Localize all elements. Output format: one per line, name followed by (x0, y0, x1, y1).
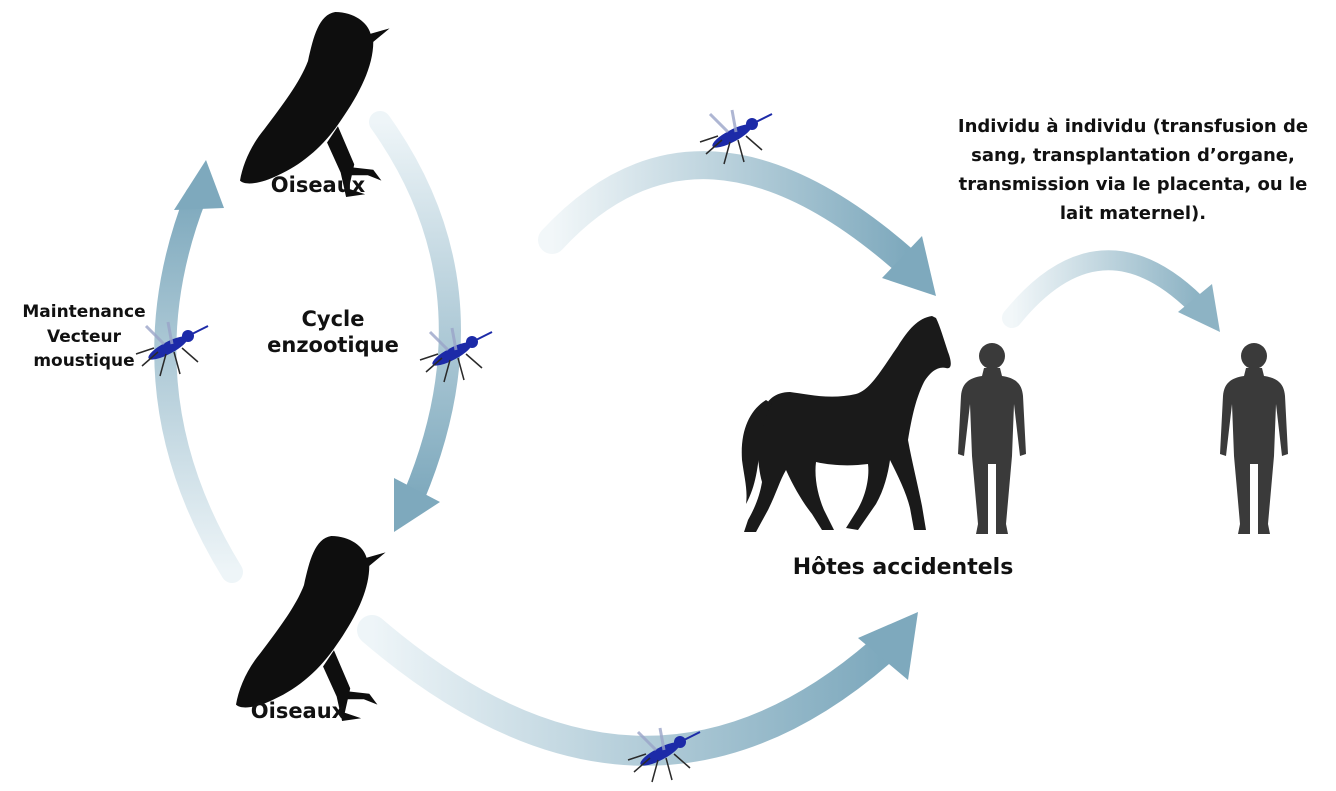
cycle-label-line: Cycle (258, 306, 408, 332)
arrow-left-up (165, 160, 232, 572)
human-icon (958, 343, 1026, 534)
maintenance-label-line: Vecteur (2, 325, 166, 350)
cycle-label-line: enzootique (258, 332, 408, 358)
maintenance-vector-label: Maintenance Vecteur moustique (2, 300, 166, 374)
bird-label-top: Oiseaux (248, 172, 388, 198)
bird-label-bottom: Oiseaux (228, 698, 368, 724)
arrow-upper-to-hosts (552, 165, 936, 296)
transmission-label-line: transmission via le placenta, ou le (930, 170, 1336, 199)
transmission-label-line: Individu à individu (transfusion de (930, 112, 1336, 141)
maintenance-label-line: Maintenance (2, 300, 166, 325)
enzootic-cycle-label: Cycle enzootique (258, 306, 408, 359)
arrow-lower-to-hosts (372, 612, 918, 751)
human-icon (1220, 343, 1288, 534)
transmission-label-line: sang, transplantation d’organe, (930, 141, 1336, 170)
accidental-hosts-label: Hôtes accidentels (768, 554, 1038, 582)
bird-icon (240, 12, 390, 197)
horse-icon (742, 316, 951, 532)
arrow-human-to-human (1012, 260, 1220, 332)
maintenance-label-line: moustique (2, 349, 166, 374)
person-to-person-label: Individu à individu (transfusion de sang… (930, 112, 1336, 229)
transmission-label-line: lait maternel). (930, 199, 1336, 228)
